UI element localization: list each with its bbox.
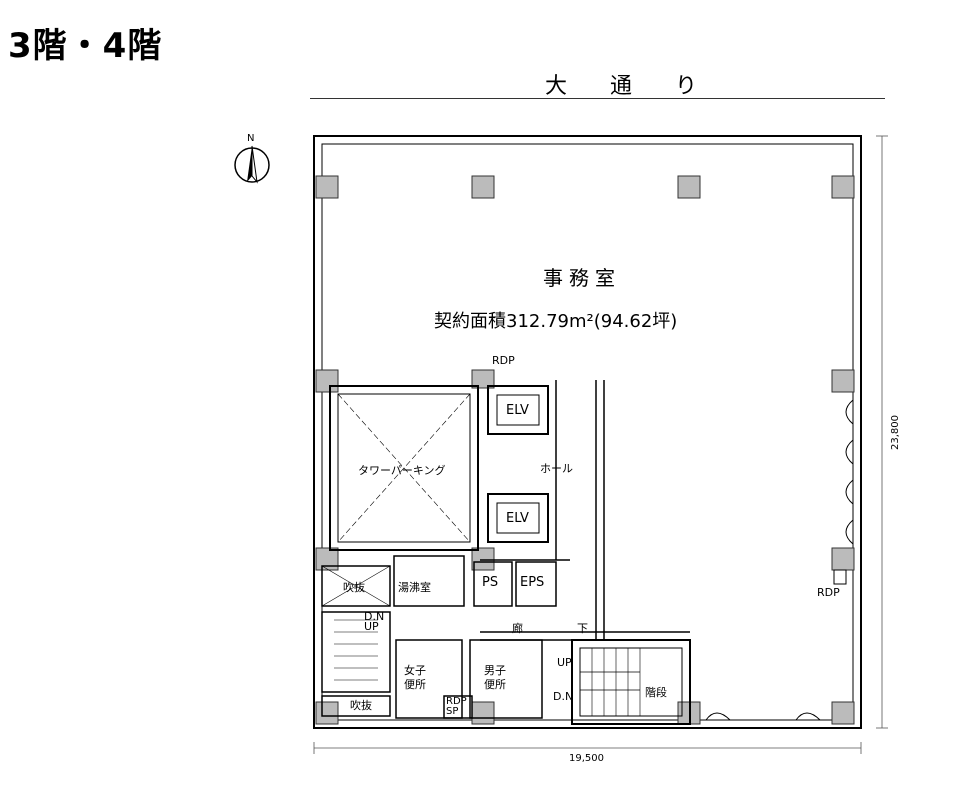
north-label: N xyxy=(247,133,255,144)
elevator-shafts xyxy=(487,385,549,543)
outer-wall xyxy=(313,135,862,729)
up-label: UP xyxy=(557,656,572,669)
service-rooms xyxy=(321,555,557,719)
area-label: 契約面積312.79m²(94.62坪) xyxy=(434,311,678,332)
floor-title: 3階・4階 xyxy=(8,26,163,66)
stairs-label: 階段 xyxy=(645,686,667,699)
depth-dimension: 23,800 xyxy=(890,415,901,450)
street-line xyxy=(310,98,885,99)
elevator-label-2: ELV xyxy=(506,511,529,526)
rdp-label-right: RDP xyxy=(817,586,840,599)
rdp-sp-label: RDP SP xyxy=(446,696,467,717)
void-label-2: 吹抜 xyxy=(350,699,372,712)
mens-wc-label: 男子 便所 xyxy=(484,664,506,691)
tower-parking-area xyxy=(329,385,479,551)
columns xyxy=(315,175,855,725)
ps-label: PS xyxy=(482,575,499,590)
elevator-label-1: ELV xyxy=(506,403,529,418)
bottom-doors xyxy=(705,712,821,721)
corridor-label: 廊 xyxy=(512,622,523,635)
kitchen-label: 湯沸室 xyxy=(398,581,431,594)
rdp-label-top: RDP xyxy=(492,354,515,367)
stairs xyxy=(334,619,691,725)
dimension-lines xyxy=(313,135,888,754)
office-label: 事務室 xyxy=(543,266,621,290)
hall-label: ホール xyxy=(540,462,573,475)
void-label-1: 吹抜 xyxy=(343,581,365,594)
street-label: 大 通 り xyxy=(545,74,715,99)
womens-wc-label: 女子 便所 xyxy=(404,664,426,691)
tower-parking-label: タワーパーキング xyxy=(358,464,446,477)
eps-label: EPS xyxy=(520,575,545,590)
down-label: 下 xyxy=(577,622,588,635)
dn-label: D.N xyxy=(553,690,574,703)
width-dimension: 19,500 xyxy=(569,753,604,764)
dn-up-label: D.N UP xyxy=(364,610,385,633)
north-arrow-icon xyxy=(234,145,270,184)
right-wall-openings xyxy=(833,399,854,585)
